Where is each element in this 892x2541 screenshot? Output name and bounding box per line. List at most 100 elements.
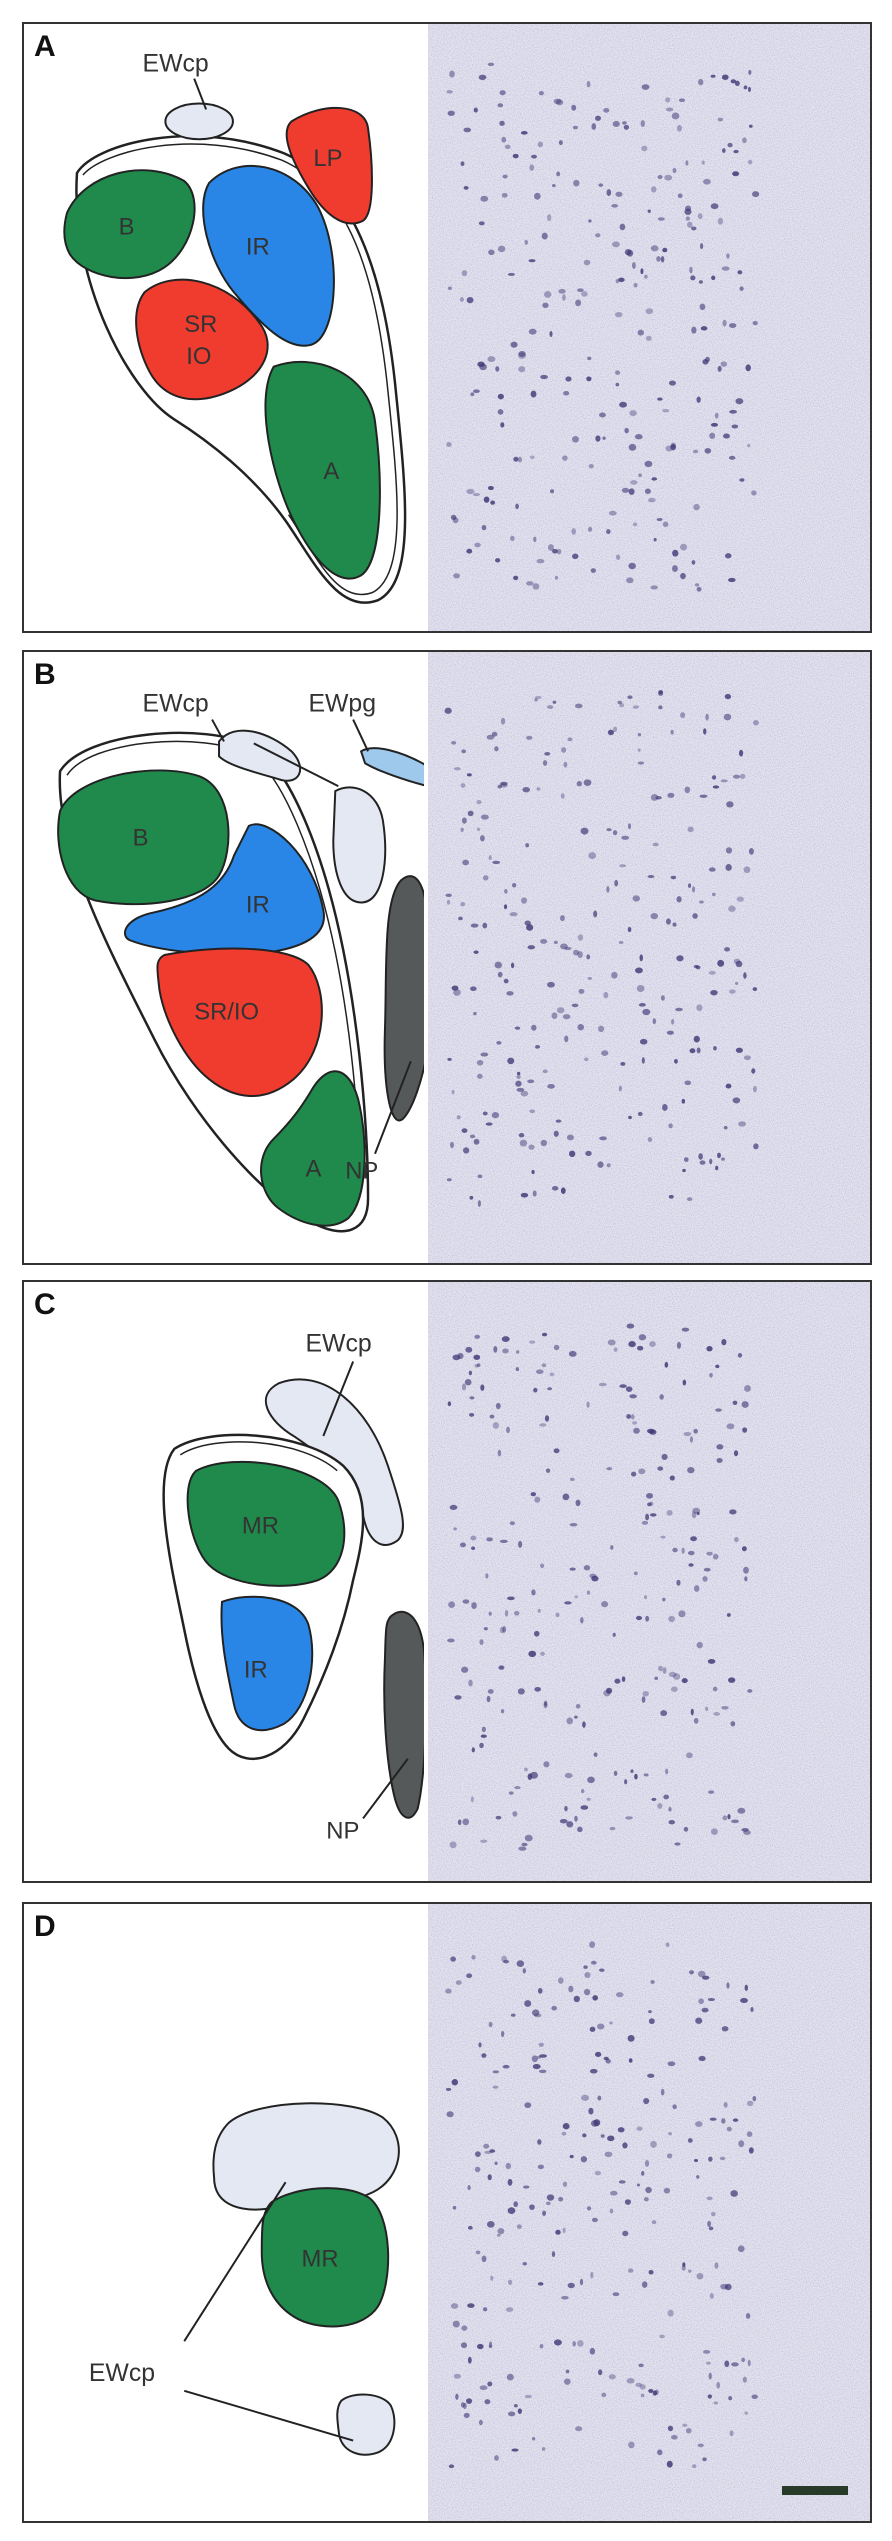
stained-cell (530, 390, 537, 398)
np-region (383, 1610, 424, 1819)
stained-cell (725, 847, 733, 854)
stained-cell (460, 827, 464, 832)
stain-texture (428, 1282, 870, 1881)
stained-cell (734, 80, 740, 87)
stained-cell (546, 2194, 555, 2201)
stained-cell (606, 529, 611, 535)
stained-cell (560, 915, 565, 922)
stained-cell (605, 2058, 611, 2064)
stained-cell (664, 1361, 669, 1368)
stained-cell (724, 553, 732, 559)
stained-cell (743, 972, 747, 979)
stained-cell (483, 2143, 490, 2149)
stained-cell (468, 1413, 475, 1417)
stained-cell (625, 1386, 633, 1392)
stained-cell (562, 294, 566, 301)
stained-cell (641, 2170, 645, 2176)
stained-cell (721, 74, 729, 80)
stained-cell (719, 2156, 726, 2161)
stained-cell (547, 981, 555, 988)
stained-cell (670, 729, 674, 735)
stained-cell (530, 1492, 537, 1497)
stained-cell (708, 970, 716, 975)
stained-cell (462, 1818, 470, 1826)
stained-cell (512, 1811, 518, 1817)
stained-cell (547, 1083, 555, 1089)
stained-cell (733, 149, 739, 154)
stained-cell (470, 392, 475, 397)
ewcp-region (218, 729, 302, 782)
stained-cell (461, 1666, 469, 1673)
stain-texture (428, 1904, 870, 2521)
stained-cell (693, 1035, 700, 1043)
stained-cell (606, 1163, 611, 1168)
stained-cell (666, 2153, 673, 2159)
stained-cell (728, 905, 736, 912)
stained-cell (460, 783, 466, 788)
stained-cell (675, 1007, 683, 1012)
stained-cell (647, 209, 651, 213)
stained-cell (612, 120, 620, 128)
stained-cell (726, 1423, 735, 1430)
stained-cell (639, 2384, 646, 2390)
stained-cell (494, 961, 503, 969)
stained-cell (603, 991, 609, 999)
stained-cell (455, 2393, 459, 2400)
stained-cell (496, 1041, 502, 1045)
stained-cell (683, 1431, 692, 1437)
stained-cell (708, 1790, 715, 1794)
stained-cell (670, 442, 676, 449)
stained-cell (488, 249, 495, 256)
stained-cell (632, 1421, 638, 1425)
stained-cell (553, 1130, 559, 1137)
stained-cell (486, 734, 495, 740)
stained-cell (461, 749, 467, 754)
stained-cell (631, 1471, 637, 1477)
stained-cell (524, 2102, 532, 2109)
schematic-diagram: EWcp MR IR NP (162, 1331, 424, 1844)
stained-cell (705, 713, 709, 721)
stained-cell (502, 1348, 509, 1354)
stained-cell (546, 214, 552, 222)
stained-cell (451, 1089, 455, 1095)
stained-cell (474, 1363, 479, 1368)
stained-cell (543, 290, 552, 298)
stained-cell (709, 1158, 713, 1165)
stained-cell (633, 1427, 640, 1434)
stained-cell (637, 733, 642, 737)
stained-cell (714, 412, 719, 419)
stained-cell (682, 2423, 688, 2427)
stained-cell (713, 1046, 717, 1051)
stained-cell (555, 99, 564, 106)
panel-letter: A (34, 30, 56, 63)
stained-cell (515, 1080, 522, 1087)
stained-cell (722, 148, 726, 153)
stained-cell (722, 1815, 728, 1821)
stained-cell (497, 2227, 505, 2235)
stained-cell (609, 1826, 616, 1831)
stained-cell (583, 1965, 588, 1969)
stained-cell (627, 823, 632, 830)
stained-cell (615, 1992, 624, 1998)
stained-cell (710, 74, 716, 78)
panel-c: C EWcp MR IR NP (22, 1280, 872, 1883)
stained-cell (517, 456, 523, 463)
stained-cell (726, 253, 730, 259)
stained-cell (639, 1038, 648, 1045)
stained-cell (516, 1071, 521, 1076)
stained-cell (504, 1609, 509, 1617)
stained-cell (663, 1794, 670, 1800)
stained-cell (654, 1676, 659, 1680)
stained-cell (497, 1449, 502, 1457)
stained-cell (606, 828, 612, 832)
stained-cell (473, 1011, 477, 1016)
stained-cell (660, 2088, 665, 2096)
stained-cell (738, 2140, 745, 2148)
stained-cell (447, 1638, 455, 1643)
stained-cell (645, 1513, 650, 1521)
stained-cell (728, 2396, 733, 2401)
stained-cell (696, 396, 701, 403)
stained-cell (639, 954, 643, 962)
stained-cell (457, 1819, 462, 1826)
label-io: IO (186, 343, 211, 370)
